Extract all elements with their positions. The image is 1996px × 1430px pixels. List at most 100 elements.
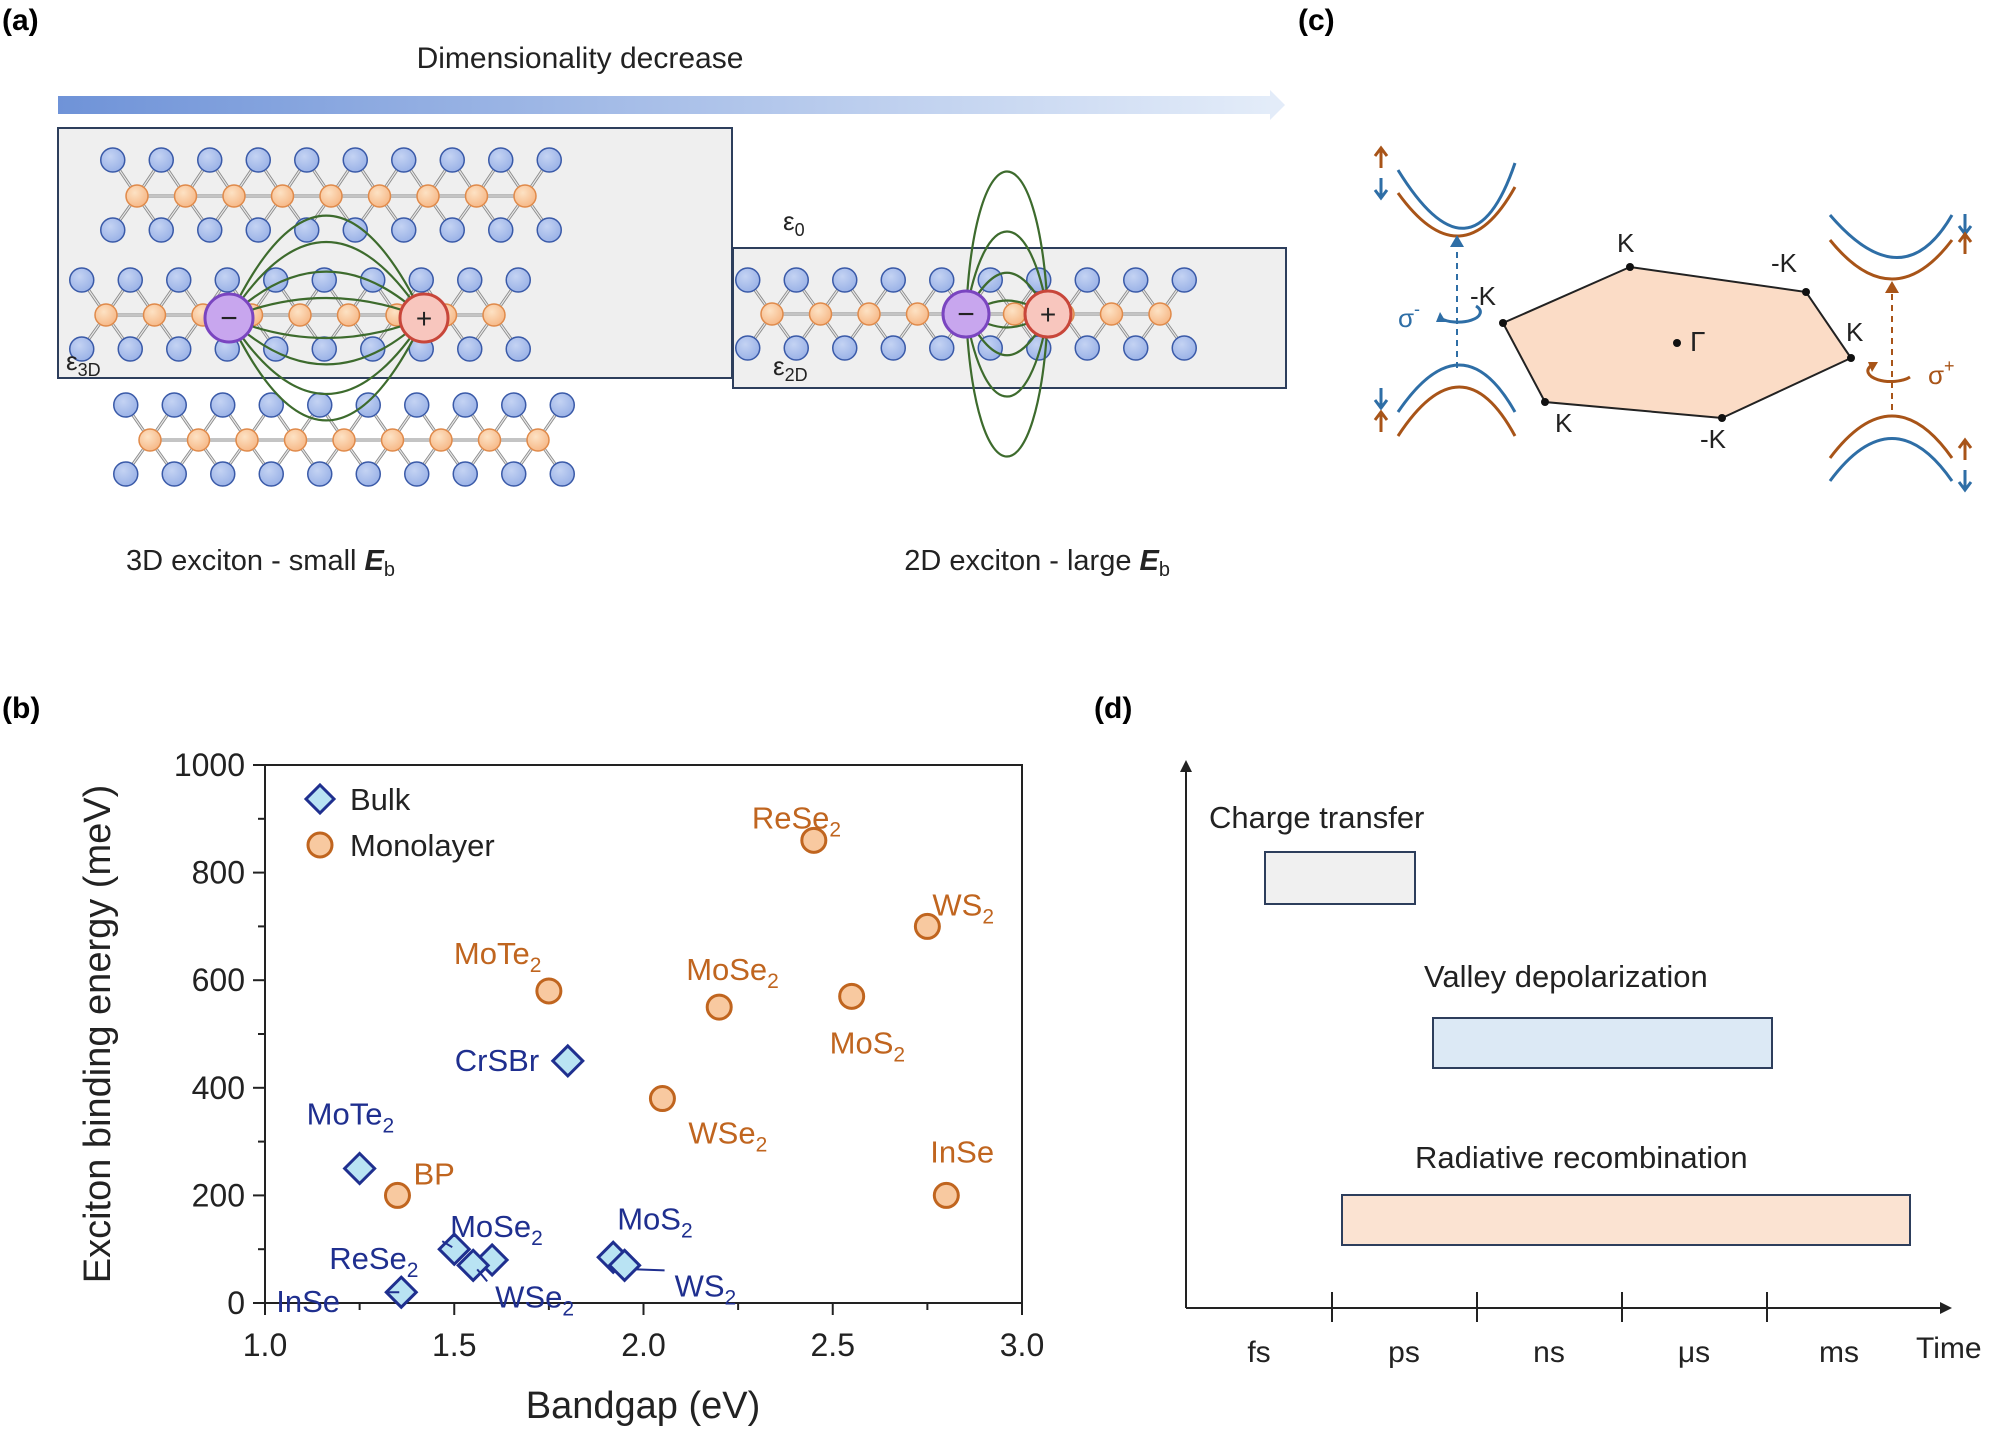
eps-2d-label: ε2D [773, 351, 808, 385]
bulk-point [437, 1232, 472, 1267]
chalcogen-atom [536, 147, 562, 173]
brillouin-zone: Γ K -K K -K K -K [1470, 228, 1864, 454]
chalcogen-atom [452, 461, 478, 487]
point-label: ReSe2 [329, 1241, 418, 1282]
x-tick-label: 2.5 [811, 1327, 855, 1363]
chalcogen-atom [258, 461, 284, 487]
point-label: MoSe2 [450, 1209, 543, 1250]
tick-ms: ms [1819, 1336, 1859, 1369]
chalcogen-atom [929, 335, 955, 361]
chalcogen-atom [488, 147, 514, 173]
metal-atom [513, 184, 537, 208]
metal-atom [186, 428, 211, 452]
radiative-recombination-bar [1341, 1194, 1911, 1246]
metal-atom [94, 303, 118, 327]
data-points [342, 826, 960, 1310]
chalcogen-atom [457, 336, 483, 362]
chalcogen-atom [197, 147, 223, 173]
label-leader-lines [387, 1240, 665, 1294]
chalcogen-atom [113, 392, 139, 418]
point-label: WSe2 [688, 1116, 767, 1157]
panel-a-letter: (a) [2, 4, 39, 37]
sigma-plus-label: σ+ [1928, 356, 1955, 390]
bulk-point [342, 1151, 377, 1186]
monolayer-point [913, 912, 941, 940]
chalcogen-atom [488, 217, 514, 243]
chalcogen-atom [1074, 335, 1100, 361]
chalcogen-atom [210, 392, 236, 418]
legend-item-monolayer: Monolayer [306, 828, 495, 863]
y-tick-label: 800 [192, 855, 245, 891]
monolayer-point [800, 826, 828, 854]
point-label: WS2 [932, 887, 994, 928]
monolayer-point [383, 1181, 411, 1209]
panel-b-letter: (b) [2, 692, 40, 725]
valley-label: K [1555, 408, 1573, 438]
chalcogen-atom [505, 267, 531, 293]
chalcogen-atom [783, 335, 809, 361]
metal-atom [142, 303, 167, 327]
x-tick-label: 3.0 [1000, 1327, 1044, 1363]
chalcogen-atom [549, 461, 575, 487]
panel-c-letter: (c) [1298, 4, 1335, 37]
y-tick-label: 600 [192, 962, 245, 998]
legend: Bulk Monolayer [303, 782, 495, 863]
chalcogen-atom [929, 267, 955, 293]
chalcogen-atom [1074, 267, 1100, 293]
chalcogen-atom [880, 335, 906, 361]
chalcogen-atom [307, 461, 333, 487]
metal-atom [125, 184, 149, 208]
metal-atom [760, 302, 784, 326]
dimensionality-arrow [58, 90, 1285, 120]
chalcogen-atom [307, 392, 333, 418]
point-label: InSe [276, 1284, 340, 1319]
chalcogen-atom [311, 267, 337, 293]
chalcogen-atom [1171, 267, 1197, 293]
metal-atom [526, 428, 550, 452]
monolayer-point [932, 1181, 960, 1209]
monolayer-point [535, 977, 563, 1005]
chalcogen-atom [166, 267, 192, 293]
chalcogen-atom [360, 267, 386, 293]
gamma-point-label: Γ [1690, 326, 1705, 357]
point-label: MoTe2 [454, 936, 542, 977]
bulk-point [550, 1043, 585, 1079]
metal-atom [336, 303, 361, 327]
metal-atom [808, 302, 833, 326]
sigma-minus-label: σ- [1398, 299, 1420, 333]
right-valley-bands: σ+ [1828, 214, 1973, 493]
point-label: MoSe2 [686, 952, 779, 993]
chalcogen-atom [735, 335, 761, 361]
metal-atom [332, 428, 356, 452]
svg-text:Monolayer: Monolayer [350, 828, 495, 863]
chalcogen-atom [210, 461, 236, 487]
metal-atom [270, 184, 295, 208]
metal-atom [1148, 302, 1172, 326]
monolayer-point [648, 1085, 676, 1113]
charge-transfer-label: Charge transfer [1209, 800, 1424, 835]
spin-arrows-left [1373, 145, 1389, 432]
time-axis-label: Time [1916, 1332, 1982, 1365]
d-tick-marks [1331, 1292, 1768, 1322]
chalcogen-atom [832, 335, 858, 361]
metal-atom [380, 428, 405, 452]
chalcogen-atom [113, 461, 139, 487]
chalcogen-atom [501, 392, 527, 418]
valley-depolarization-label: Valley depolarization [1424, 959, 1708, 994]
metal-atom [482, 303, 506, 327]
panel-d-letter: (d) [1094, 692, 1132, 725]
metal-atom [235, 428, 259, 452]
x-axis-label: Bandgap (eV) [526, 1385, 761, 1427]
tick-ns: ns [1533, 1336, 1565, 1369]
chalcogen-atom [439, 147, 465, 173]
legend-item-bulk: Bulk [303, 782, 411, 817]
chalcogen-atom [501, 461, 527, 487]
chalcogen-atom [245, 217, 271, 243]
metal-atom [319, 184, 343, 208]
point-label: InSe [930, 1134, 994, 1169]
metal-atom [905, 302, 930, 326]
metal-atom [1099, 302, 1124, 326]
